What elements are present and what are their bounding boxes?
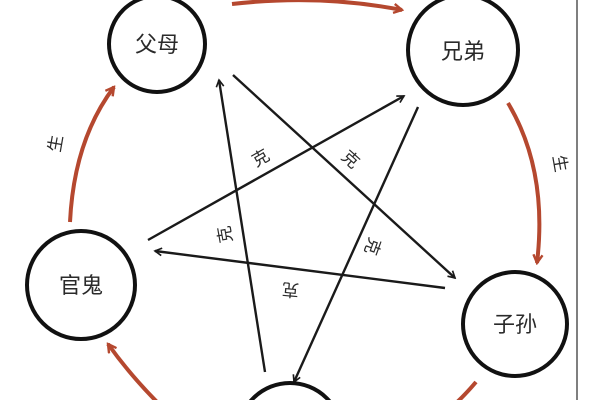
ke-label-top-right: 克: [337, 147, 363, 173]
ke-arrow-fumu-to-zisun: [232, 74, 455, 278]
node-zisun-label: 子孙: [493, 313, 537, 338]
sheng-label-left: 生: [45, 134, 68, 154]
sheng-arrow-zisun-to-bottom: [456, 380, 478, 400]
node-guangui-label: 官鬼: [59, 274, 103, 299]
node-xiongdi: 兄弟: [406, 0, 520, 107]
sheng-arrows: [68, 0, 539, 400]
sheng-arrow-xiongdi-to-zisun: [506, 101, 539, 263]
ke-arrow-guangui-to-xiongdi: [147, 94, 404, 242]
sheng-arrow-bottom-to-guangui: [106, 344, 158, 400]
ke-arrow-xiongdi-to-bottom: [294, 106, 420, 382]
ke-arrow-bottom-to-fumu: [219, 80, 267, 373]
ke-label-top-left: 克: [249, 146, 274, 172]
sheng-arrow-fumu-to-xiongdi: [231, 0, 402, 10]
node-xiongdi-label: 兄弟: [441, 40, 485, 65]
node-fumu: 父母: [107, 0, 207, 94]
ke-label-right: 克: [360, 235, 385, 258]
sheng-arrow-guangui-to-fumu: [68, 87, 116, 223]
node-guangui: 官鬼: [25, 229, 137, 341]
node-bottom: [248, 381, 332, 400]
ke-arrows: [147, 74, 455, 382]
node-fumu-label: 父母: [135, 33, 179, 58]
sheng-label-right: 生: [548, 154, 571, 174]
ke-label-left: 克: [215, 224, 238, 244]
ke-arrow-zisun-to-guangui: [155, 251, 446, 290]
ke-label-bottom: 克: [281, 278, 300, 299]
node-zisun: 子孙: [461, 270, 569, 378]
